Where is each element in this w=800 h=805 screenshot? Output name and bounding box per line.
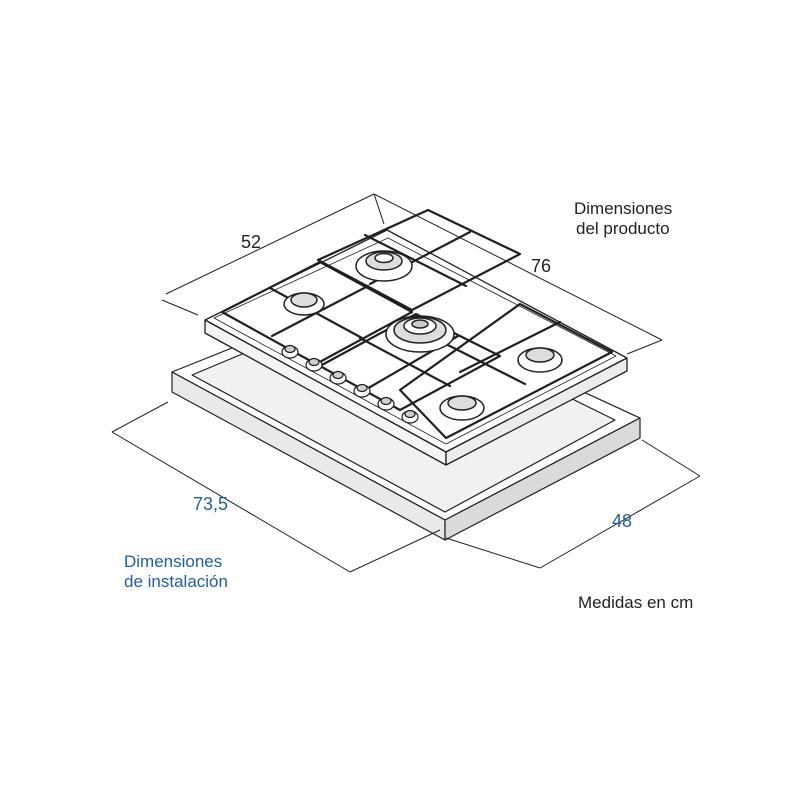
knob-icon bbox=[377, 396, 395, 411]
grate-center bbox=[316, 208, 522, 312]
burner-center-wok-icon bbox=[385, 315, 455, 353]
installation-dimension-lines bbox=[111, 401, 701, 573]
pan-supports bbox=[220, 208, 614, 440]
control-knobs bbox=[281, 344, 419, 424]
product-width-value: 76 bbox=[531, 256, 552, 276]
burners bbox=[283, 250, 563, 421]
installation-title-line2: de instalación bbox=[124, 572, 228, 591]
product-depth-value: 52 bbox=[241, 232, 262, 252]
grate-left bbox=[220, 260, 414, 366]
installation-title-line1: Dimensiones bbox=[124, 552, 223, 571]
product-dimension-lines bbox=[161, 193, 663, 355]
hob-side-edge bbox=[445, 357, 628, 466]
product-title-line2: del producto bbox=[576, 219, 670, 238]
installation-depth-value: 48 bbox=[612, 511, 633, 531]
knob-icon bbox=[281, 344, 299, 359]
installation-width-value: 73,5 bbox=[193, 494, 229, 514]
knob-icon bbox=[401, 409, 419, 424]
knob-icon bbox=[353, 383, 371, 398]
knob-icon bbox=[305, 357, 323, 372]
knob-icon bbox=[329, 370, 347, 385]
burner-right-icon bbox=[517, 347, 563, 373]
grate-middle bbox=[318, 312, 502, 412]
burner-rear-center-icon bbox=[355, 250, 413, 282]
burner-front-icon bbox=[439, 395, 485, 421]
units-note: Medidas en cm bbox=[578, 593, 694, 612]
burner-rear-left-icon bbox=[283, 292, 325, 316]
product-title-line1: Dimensiones bbox=[574, 199, 673, 218]
grate-right bbox=[398, 302, 614, 440]
